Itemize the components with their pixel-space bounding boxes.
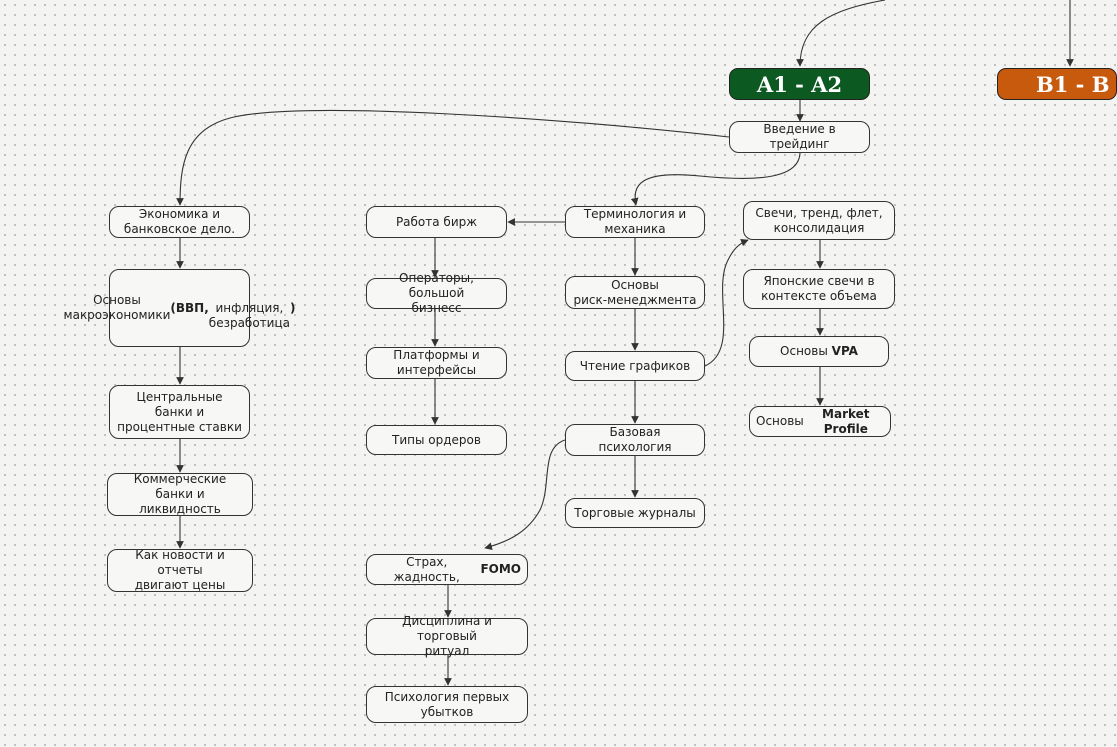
node-market-profile[interactable]: Основы Market Profile <box>749 406 891 437</box>
node-commercial-banks[interactable]: Коммерческие банки и ликвидность <box>107 472 253 516</box>
node-vpa[interactable]: Основы VPA <box>749 336 889 367</box>
fear-text-prefix: Страх, жадность, <box>393 554 460 584</box>
node-first-losses[interactable]: Психология первых убытков <box>366 686 528 723</box>
node-fear-greed-fomo[interactable]: Страх, жадность, FOMO <box>366 554 528 585</box>
level-badge-b1[interactable]: B1 - B <box>997 68 1117 100</box>
node-discipline[interactable]: Дисциплина и торговый ритуал <box>366 614 528 658</box>
node-macroeconomics[interactable]: Основы макроэкономики(ВВП, инфляция, без… <box>64 269 295 347</box>
level-badge-a1-a2[interactable]: A1 - A2 <box>729 68 870 100</box>
macro-text-bold: (ВВП, <box>170 300 209 315</box>
edge-chart-to-candles <box>704 239 749 367</box>
node-basic-psychology[interactable]: Базовая психология <box>565 424 705 456</box>
node-risk-management[interactable]: Основы риск-менеджмента <box>565 276 705 309</box>
node-terminology[interactable]: Терминология и механика <box>565 206 705 238</box>
vpa-text-prefix: Основы <box>780 344 828 358</box>
node-news-reports[interactable]: Как новости и отчеты двигают цены <box>107 548 253 592</box>
vpa-text-bold: VPA <box>831 344 858 358</box>
fear-text-bold: FOMO <box>480 562 521 576</box>
macro-text-close: ) <box>289 300 296 315</box>
node-intro-to-trading[interactable]: Введение в трейдинг <box>729 121 870 153</box>
edge-intro-to-economics <box>176 110 730 206</box>
market-profile-text-prefix: Основы <box>756 414 804 428</box>
node-operators[interactable]: Операторы, большой бизнесс <box>366 271 507 315</box>
node-economics-banking[interactable]: Экономика и банковское дело. <box>109 206 250 238</box>
node-trading-journals[interactable]: Торговые журналы <box>565 498 705 528</box>
node-platforms[interactable]: Платформы и интерфейсы <box>366 347 507 379</box>
edge-intro-to-terminology <box>630 151 801 206</box>
node-japanese-candles[interactable]: Японские свечи в контексте объема <box>743 269 895 309</box>
node-chart-reading[interactable]: Чтение графиков <box>565 351 705 381</box>
connector-layer <box>176 0 1074 686</box>
node-candles-trend[interactable]: Свечи, тренд, флет, консолидация <box>743 201 895 240</box>
edge-psych-to-fear <box>484 439 566 550</box>
macro-text-post: инфляция, безработица <box>208 300 290 330</box>
node-order-types[interactable]: Типы ордеров <box>366 425 507 455</box>
node-central-banks[interactable]: Центральные банки и процентные ставки <box>109 385 250 439</box>
node-exchanges[interactable]: Работа бирж <box>366 206 507 238</box>
market-profile-text-bold: Market Profile <box>822 406 870 436</box>
edge-top-to-a1a2 <box>796 0 886 67</box>
macro-text-pre: Основы макроэкономики <box>63 293 171 322</box>
